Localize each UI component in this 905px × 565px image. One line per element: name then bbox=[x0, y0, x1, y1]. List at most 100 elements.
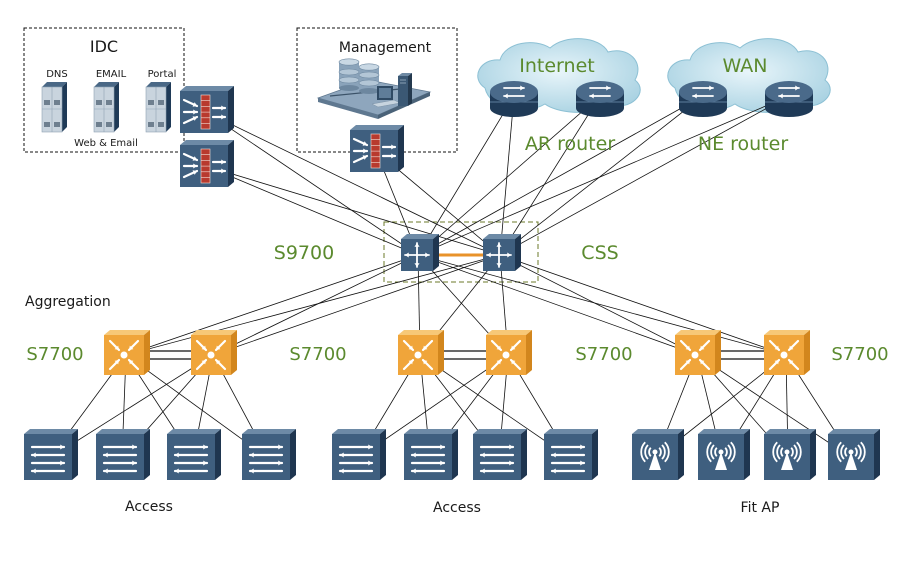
link-ne2-c1 bbox=[417, 95, 790, 256]
nodes-layer bbox=[24, 81, 880, 480]
aggregation-switch-icon bbox=[402, 339, 434, 371]
ne-router-1 bbox=[679, 81, 727, 117]
idc-server-label-email: EMAIL bbox=[96, 69, 127, 80]
fit-ap-2 bbox=[698, 429, 750, 480]
link-c2-a1 bbox=[125, 254, 501, 356]
access-switch-icon bbox=[30, 444, 66, 474]
agg-switch-left-2 bbox=[191, 330, 237, 375]
fit-ap-4 bbox=[828, 429, 880, 480]
idc-firewall-2 bbox=[180, 140, 234, 187]
agg-switch-right-2 bbox=[764, 330, 810, 375]
management-station-icon bbox=[316, 58, 432, 119]
router-icon bbox=[576, 81, 624, 117]
aggregation-switch-icon bbox=[490, 339, 522, 371]
firewall-icon bbox=[182, 148, 227, 184]
access-switch-icon bbox=[173, 444, 209, 474]
core-s9700-label: S9700 bbox=[274, 242, 334, 264]
access-switch-4 bbox=[242, 429, 296, 480]
access-switch-icon bbox=[102, 444, 138, 474]
agg-label-right: S7700 bbox=[831, 344, 888, 365]
ar-router-1 bbox=[490, 81, 538, 117]
link-c2-a5 bbox=[499, 254, 698, 356]
link-c1-a1 bbox=[125, 254, 419, 356]
wireless-ap-icon bbox=[772, 441, 802, 470]
access-switch-icon bbox=[248, 444, 284, 474]
link-ne1-c1 bbox=[417, 95, 704, 256]
router-icon bbox=[490, 81, 538, 117]
wan-label: WAN bbox=[723, 55, 768, 77]
agg-switch-left-1 bbox=[104, 330, 150, 375]
agg-switch-mid-2 bbox=[486, 330, 532, 375]
idc-server-label-portal: Portal bbox=[148, 69, 177, 80]
management-group-box bbox=[296, 27, 458, 153]
ne-router-label: NE router bbox=[698, 133, 788, 155]
idc-title: IDC bbox=[90, 37, 118, 56]
access-switch-7 bbox=[473, 429, 527, 480]
core-switch-icon bbox=[486, 242, 512, 268]
access-switch-3 bbox=[167, 429, 221, 480]
link-ar2-c1 bbox=[417, 95, 601, 256]
link-c2-a2 bbox=[212, 254, 501, 356]
wireless-ap-icon bbox=[640, 441, 670, 470]
fit-ap-label: Fit AP bbox=[741, 500, 780, 516]
agg-switch-mid-1 bbox=[398, 330, 444, 375]
server-email-icon bbox=[93, 82, 119, 133]
link-c2-a6 bbox=[499, 254, 787, 356]
fit-ap-3 bbox=[764, 429, 816, 480]
access-switch-icon bbox=[479, 444, 515, 474]
router-icon bbox=[765, 81, 813, 117]
aggregation-title: Aggregation bbox=[25, 294, 111, 310]
wireless-ap-icon bbox=[836, 441, 866, 470]
access-switch-8 bbox=[544, 429, 598, 480]
ar-router-label: AR router bbox=[525, 133, 615, 155]
link-ar1-c2 bbox=[499, 95, 515, 256]
link-fw2-c1 bbox=[205, 165, 419, 256]
core-switch-s9700-2 bbox=[483, 234, 521, 271]
access-switch-icon bbox=[550, 444, 586, 474]
internet-label: Internet bbox=[519, 55, 594, 77]
server-portal-icon bbox=[145, 82, 171, 133]
agg-switch-right-1 bbox=[675, 330, 721, 375]
idc-servers bbox=[41, 82, 171, 133]
link-c1-a5 bbox=[417, 254, 698, 356]
router-icon bbox=[679, 81, 727, 117]
idc-server-label-dns: DNS bbox=[46, 69, 68, 80]
css-label: CSS bbox=[581, 242, 618, 264]
aggregation-switch-icon bbox=[768, 339, 800, 371]
access-switch-2 bbox=[96, 429, 150, 480]
link-fw2-c2 bbox=[205, 165, 501, 256]
access-switch-icon bbox=[338, 444, 374, 474]
wireless-ap-icon bbox=[706, 441, 736, 470]
aggregation-switch-icon bbox=[108, 339, 140, 371]
link-fw1-c2 bbox=[205, 111, 501, 256]
link-ar1-c1 bbox=[417, 95, 515, 256]
aggregation-switch-icon bbox=[679, 339, 711, 371]
fit-ap-1 bbox=[632, 429, 684, 480]
ar-router-2 bbox=[576, 81, 624, 117]
agg-label-mid: S7700 bbox=[575, 344, 632, 365]
access-label-mid: Access bbox=[433, 500, 481, 516]
link-ne2-c2 bbox=[499, 95, 790, 256]
access-switch-1 bbox=[24, 429, 78, 480]
agg-label-left-a: S7700 bbox=[26, 344, 83, 365]
management-firewall bbox=[350, 125, 404, 172]
aggregation-switch-icon bbox=[195, 339, 227, 371]
core-switch-icon bbox=[404, 242, 430, 268]
access-switch-5 bbox=[332, 429, 386, 480]
link-c1-a2 bbox=[212, 254, 419, 356]
link-ne1-c2 bbox=[499, 95, 704, 256]
ne-router-2 bbox=[765, 81, 813, 117]
idc-caption: Web & Email bbox=[74, 138, 138, 149]
firewall-icon bbox=[182, 94, 227, 130]
agg-label-left-b: S7700 bbox=[289, 344, 346, 365]
management-title: Management bbox=[339, 40, 432, 56]
access-switch-icon bbox=[410, 444, 446, 474]
idc-firewall-1 bbox=[180, 86, 234, 133]
core-switch-s9700-1 bbox=[401, 234, 439, 271]
link-a5-p4 bbox=[696, 354, 853, 459]
access-switch-6 bbox=[404, 429, 458, 480]
server-dns-icon bbox=[41, 82, 67, 133]
link-fw1-c1 bbox=[205, 111, 419, 256]
link-c1-a6 bbox=[417, 254, 787, 356]
